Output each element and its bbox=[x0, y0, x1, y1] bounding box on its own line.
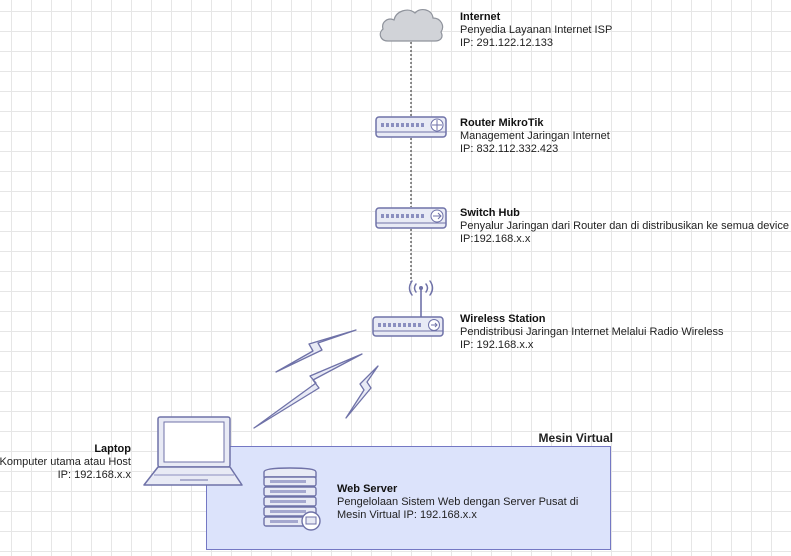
router-label: Router MikroTik Management Jaringan Inte… bbox=[460, 117, 610, 155]
cloud-icon bbox=[379, 8, 444, 42]
router-icon[interactable] bbox=[375, 116, 447, 138]
wireless-station-icon[interactable] bbox=[371, 276, 445, 338]
container-title: Mesin Virtual bbox=[538, 431, 613, 445]
wireless-signal-icon bbox=[253, 329, 379, 429]
laptop-icon[interactable] bbox=[142, 412, 244, 488]
webserver-label: Web Server Pengelolaan Sistem Web dengan… bbox=[337, 483, 579, 521]
wireless-label: Wireless Station Pendistribusi Jaringan … bbox=[460, 313, 724, 351]
switch-label: Switch Hub Penyalur Jaringan dari Router… bbox=[460, 207, 789, 245]
laptop-label: Laptop Komputer utama atau Host IP: 192.… bbox=[0, 443, 131, 481]
internet-label: Internet Penyedia Layanan Internet ISP I… bbox=[460, 11, 613, 49]
server-icon[interactable] bbox=[260, 466, 324, 532]
switch-icon[interactable] bbox=[375, 207, 447, 229]
